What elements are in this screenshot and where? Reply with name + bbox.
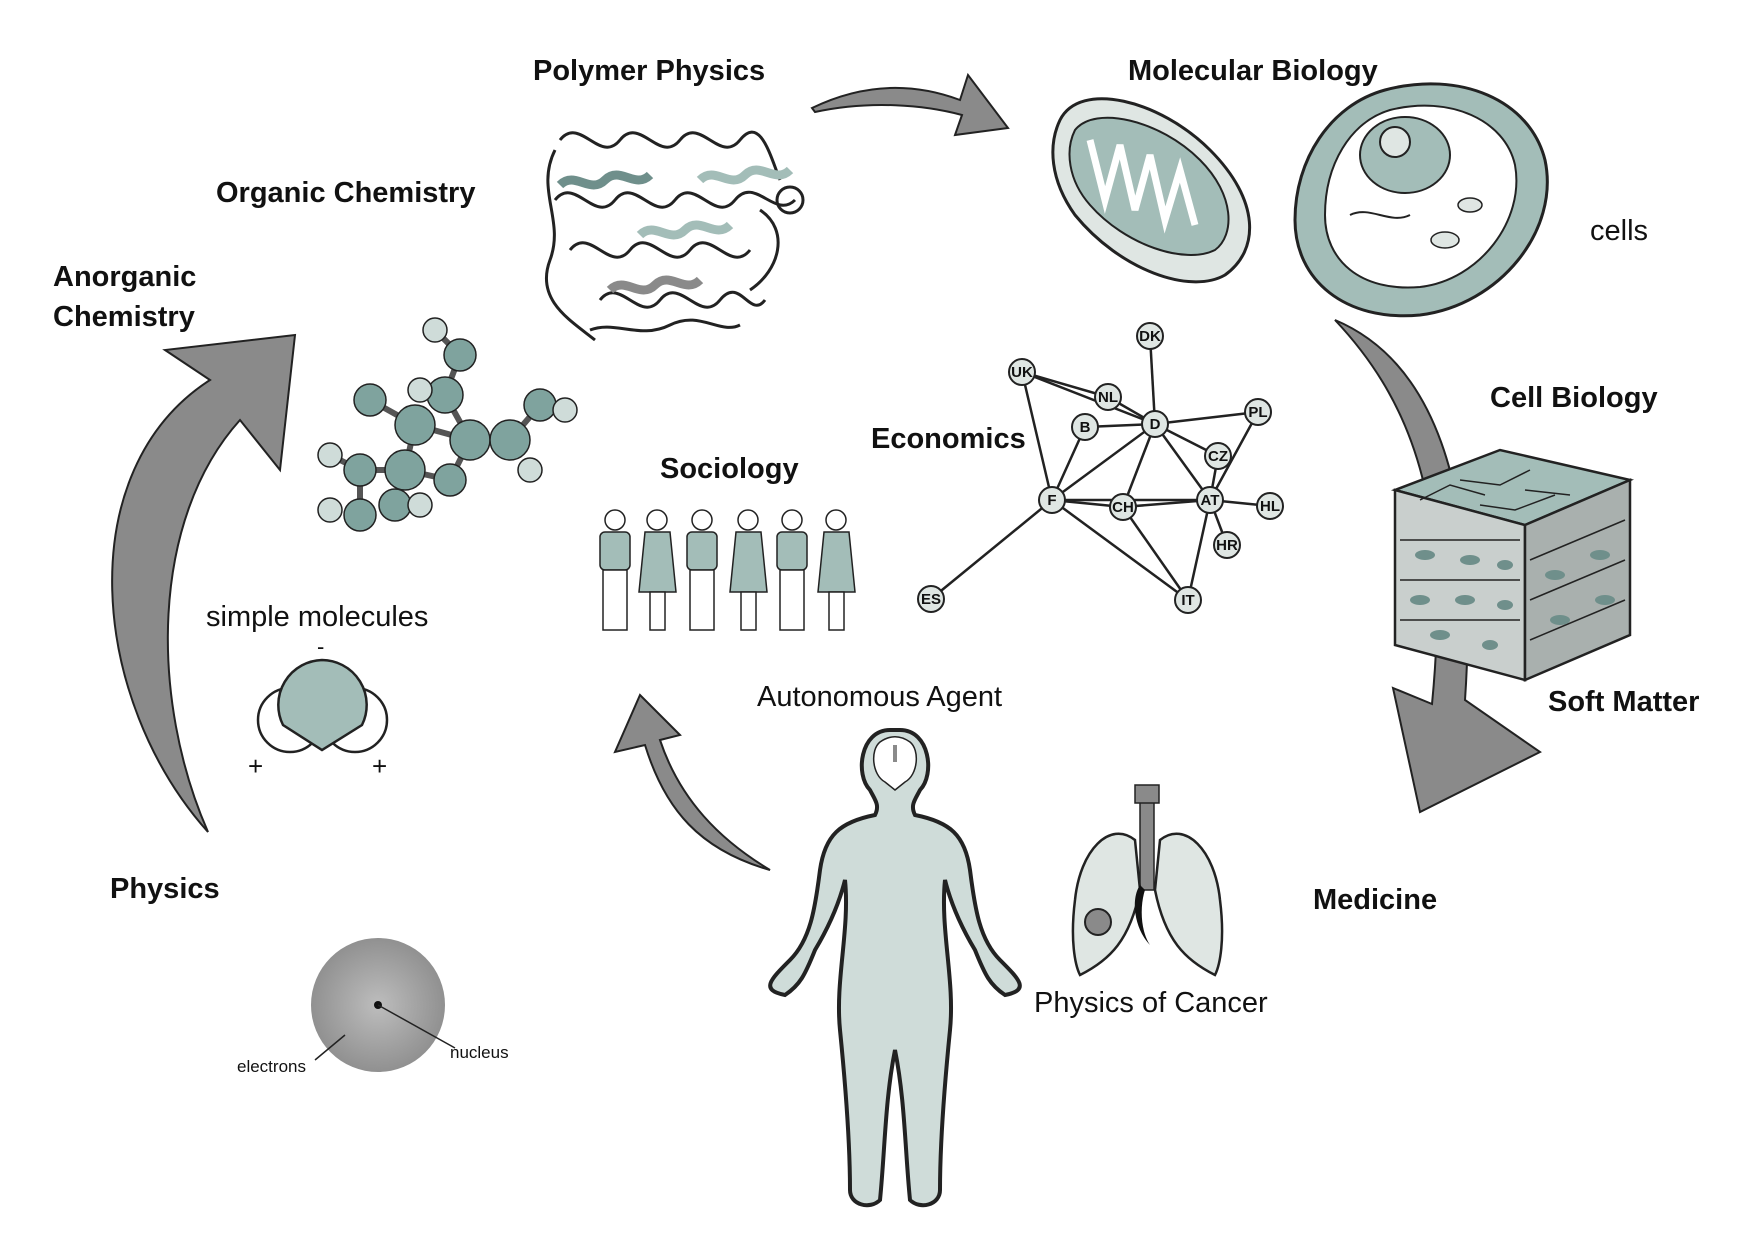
charge-plus-right: + <box>372 751 387 781</box>
network-node-label: D <box>1150 416 1161 433</box>
label-simple-molecules: simple molecules <box>206 601 428 633</box>
label-physics: Physics <box>110 873 220 905</box>
network-edge-uk-nl <box>1021 370 1109 399</box>
water-molecule-icon: - + + <box>248 634 389 781</box>
network-edge-uk-d <box>1021 370 1156 426</box>
label-physics-of-cancer: Physics of Cancer <box>1034 987 1268 1019</box>
economics-network: DK UK NL D PL B CZ F CH AT HL HR ES IT <box>917 322 1284 614</box>
network-node-nl: NL <box>1094 383 1122 411</box>
nucleus-label: nucleus <box>450 1043 509 1062</box>
network-node-dk: DK <box>1136 322 1164 350</box>
network-node-d: D <box>1141 410 1169 438</box>
network-edge-f-it <box>1051 498 1189 602</box>
polymer-protein-icon <box>544 130 805 342</box>
network-node-label: B <box>1080 419 1091 436</box>
network-edge-f-es <box>930 499 1053 600</box>
network-node-label: AT <box>1201 492 1220 509</box>
person-male-3 <box>776 509 808 631</box>
network-node-uk: UK <box>1008 358 1036 386</box>
network-node-label: F <box>1047 492 1056 509</box>
person-female-2 <box>729 509 768 631</box>
person-male-1 <box>599 509 631 631</box>
network-edge-uk-f <box>1020 371 1054 501</box>
network-node-cz: CZ <box>1204 442 1232 470</box>
charge-plus-left: + <box>248 751 263 781</box>
network-node-hr: HR <box>1213 531 1241 559</box>
label-molecular-biology: Molecular Biology <box>1128 55 1378 87</box>
atom-icon: electrons nucleus <box>237 938 509 1076</box>
label-autonomous-agent: Autonomous Agent <box>757 681 1002 713</box>
network-edge-ch-it <box>1121 506 1190 601</box>
network-node-b: B <box>1071 413 1099 441</box>
network-edge-at-it <box>1186 499 1212 601</box>
network-node-label: HR <box>1216 537 1238 554</box>
network-node-es: ES <box>917 585 945 613</box>
network-node-ch: CH <box>1109 493 1137 521</box>
person-female-1 <box>638 509 677 631</box>
network-node-hl: HL <box>1256 492 1284 520</box>
network-edge-d-at <box>1153 423 1212 501</box>
network-node-label: UK <box>1011 364 1033 381</box>
network-edge-dk-d <box>1148 335 1157 425</box>
network-node-label: DK <box>1139 328 1161 345</box>
network-node-label: ES <box>921 591 941 608</box>
network-node-at: AT <box>1196 486 1224 514</box>
label-medicine: Medicine <box>1313 884 1437 916</box>
label-polymer-physics: Polymer Physics <box>533 55 765 87</box>
tumor-icon <box>1084 908 1112 936</box>
person-male-2 <box>686 509 718 631</box>
network-edge-pl-at <box>1208 411 1260 501</box>
network-node-it: IT <box>1174 586 1202 614</box>
lungs-icon <box>1071 784 1224 977</box>
electrons-label: electrons <box>237 1057 306 1076</box>
person-female-3 <box>817 509 856 631</box>
arrow-physics-to-chemistry <box>111 333 297 833</box>
arrow-polymer-to-molecular <box>810 72 1010 137</box>
network-node-f: F <box>1038 486 1066 514</box>
network-edge-d-f <box>1051 422 1156 502</box>
cell-icon <box>1293 82 1549 318</box>
network-node-label: PL <box>1248 404 1267 421</box>
label-anorganic: Anorganic <box>53 261 196 293</box>
label-chemistry: Chemistry <box>53 301 195 333</box>
network-edge-d-ch <box>1121 423 1157 508</box>
arrow-agent-to-sociology <box>613 693 771 871</box>
label-organic-chemistry: Organic Chemistry <box>216 177 475 209</box>
network-edge-d-pl <box>1154 410 1259 426</box>
label-cell-biology: Cell Biology <box>1490 382 1658 414</box>
network-node-label: IT <box>1181 592 1194 609</box>
charge-minus: - <box>317 634 324 659</box>
label-cells: cells <box>1590 215 1648 247</box>
network-edge-ch-at <box>1122 498 1211 509</box>
label-soft-matter: Soft Matter <box>1548 686 1699 718</box>
molecule-icon <box>317 317 578 532</box>
network-node-label: HL <box>1260 498 1280 515</box>
label-sociology: Sociology <box>660 453 799 485</box>
label-economics: Economics <box>871 423 1026 455</box>
network-node-label: CH <box>1112 499 1134 516</box>
mitochondrion-icon <box>1051 97 1252 284</box>
network-node-pl: PL <box>1244 398 1272 426</box>
network-node-label: CZ <box>1208 448 1228 465</box>
human-body-icon <box>768 728 1022 1208</box>
sociology-people-icon <box>599 509 856 631</box>
network-node-label: NL <box>1098 389 1118 406</box>
tissue-cube-icon <box>1390 448 1635 682</box>
